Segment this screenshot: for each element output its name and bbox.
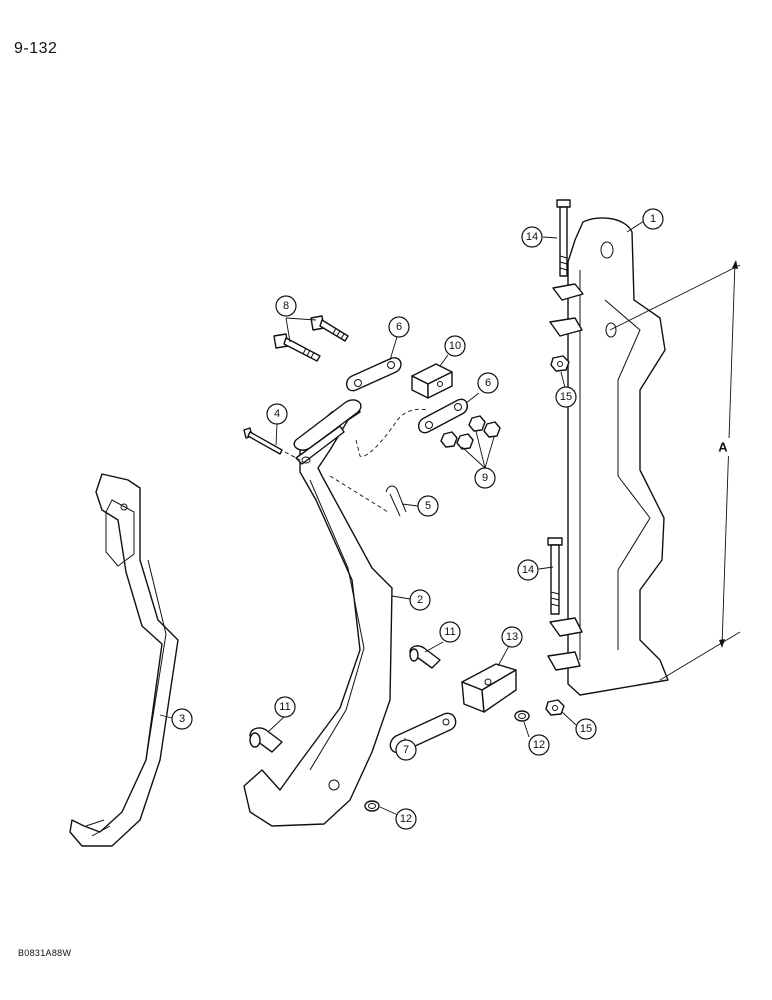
block-part bbox=[411, 363, 453, 399]
svg-text:13: 13 bbox=[506, 631, 518, 643]
linkage-bolts-part bbox=[273, 315, 349, 362]
cotter-pin-part bbox=[385, 485, 407, 517]
callout-2: 2 bbox=[409, 589, 431, 611]
callout-6-lower: 6 bbox=[477, 372, 499, 394]
svg-text:15: 15 bbox=[560, 391, 572, 403]
callout-6-upper: 6 bbox=[388, 316, 410, 338]
svg-text:8: 8 bbox=[283, 300, 289, 312]
svg-text:12: 12 bbox=[400, 813, 412, 825]
callout-1: 1 bbox=[642, 208, 664, 230]
dimension-a-label: A bbox=[718, 440, 728, 455]
figure-code: B0831A88W bbox=[18, 948, 72, 958]
clevis-part bbox=[461, 663, 517, 713]
callout-12-lower: 12 bbox=[395, 808, 417, 830]
lower-bolt-part bbox=[547, 537, 563, 615]
link-plate-lower-part bbox=[417, 398, 469, 434]
callout-12-upper: 12 bbox=[528, 734, 550, 756]
svg-text:15: 15 bbox=[580, 723, 592, 735]
svg-text:14: 14 bbox=[526, 231, 538, 243]
pedal-arm-part bbox=[243, 399, 429, 827]
svg-text:1: 1 bbox=[650, 213, 656, 225]
upper-bolt-part bbox=[556, 199, 571, 277]
dimension-a: A bbox=[609, 260, 741, 681]
svg-text:6: 6 bbox=[485, 377, 491, 389]
callout-11-upper: 11 bbox=[439, 621, 461, 643]
svg-text:14: 14 bbox=[522, 564, 534, 576]
pin-part bbox=[243, 427, 283, 455]
svg-text:10: 10 bbox=[449, 340, 461, 352]
svg-text:2: 2 bbox=[417, 594, 423, 606]
svg-text:12: 12 bbox=[533, 739, 545, 751]
callout-3: 3 bbox=[171, 708, 193, 730]
svg-text:11: 11 bbox=[444, 626, 455, 638]
callout-8: 8 bbox=[275, 295, 297, 317]
callout-9: 9 bbox=[474, 467, 496, 489]
svg-text:3: 3 bbox=[179, 713, 185, 725]
clip-lower-part bbox=[364, 800, 380, 812]
callout-14-lower: 14 bbox=[517, 559, 539, 581]
pivot-pin-upper-part bbox=[409, 645, 441, 669]
svg-text:9: 9 bbox=[482, 472, 488, 484]
page-number: 9-132 bbox=[14, 40, 58, 57]
svg-text:5: 5 bbox=[425, 500, 431, 512]
svg-text:7: 7 bbox=[403, 744, 409, 756]
callout-leaders bbox=[159, 220, 645, 816]
callout-4: 4 bbox=[266, 403, 288, 425]
callout-7: 7 bbox=[395, 739, 417, 761]
callout-10: 10 bbox=[444, 335, 466, 357]
small-nuts-part bbox=[440, 415, 501, 450]
link-plate-upper-part bbox=[345, 357, 402, 392]
pivot-pin-lower-part bbox=[249, 727, 283, 753]
svg-text:6: 6 bbox=[396, 321, 402, 333]
callout-5: 5 bbox=[417, 495, 439, 517]
clip-upper-part bbox=[514, 710, 530, 722]
upper-nut-part bbox=[550, 355, 570, 372]
callout-14-upper: 14 bbox=[521, 226, 543, 248]
callout-13: 13 bbox=[501, 626, 523, 648]
callout-11-lower: 11 bbox=[274, 696, 296, 718]
svg-text:11: 11 bbox=[279, 701, 290, 713]
svg-text:4: 4 bbox=[274, 408, 280, 420]
callout-15-lower: 15 bbox=[575, 718, 597, 740]
pedal-part bbox=[69, 473, 179, 847]
lower-nut-part bbox=[545, 699, 565, 716]
callout-15-upper: 15 bbox=[555, 386, 577, 408]
pedal-bracket-part bbox=[547, 217, 669, 696]
